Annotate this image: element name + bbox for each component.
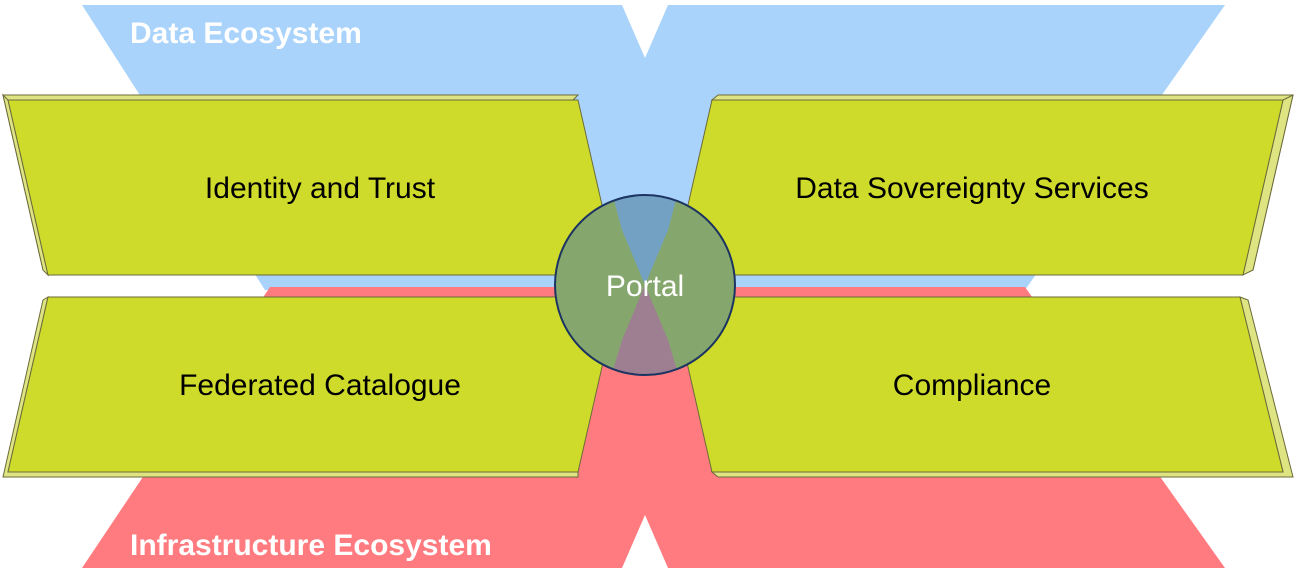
portal-label: Portal xyxy=(606,270,684,303)
compliance-label: Compliance xyxy=(893,369,1051,402)
identity-trust-label: Identity and Trust xyxy=(205,172,436,205)
federated-catalogue-box: Federated Catalogue xyxy=(2,295,619,478)
portal-infra-overlap xyxy=(610,285,680,375)
federated-catalogue-label: Federated Catalogue xyxy=(179,369,461,402)
identity-trust-box: Identity and Trust xyxy=(2,93,619,277)
data-ecosystem-label: Data Ecosystem xyxy=(130,17,362,50)
compliance-box: Compliance xyxy=(671,296,1294,478)
portal-data-overlap xyxy=(610,195,680,285)
data-sovereignty-box: Data Sovereignty Services xyxy=(671,94,1294,276)
infrastructure-ecosystem-label: Infrastructure Ecosystem xyxy=(130,529,492,562)
data-sovereignty-label: Data Sovereignty Services xyxy=(795,172,1149,205)
portal-circle-outline xyxy=(554,194,736,376)
portal: Portal xyxy=(554,194,736,376)
